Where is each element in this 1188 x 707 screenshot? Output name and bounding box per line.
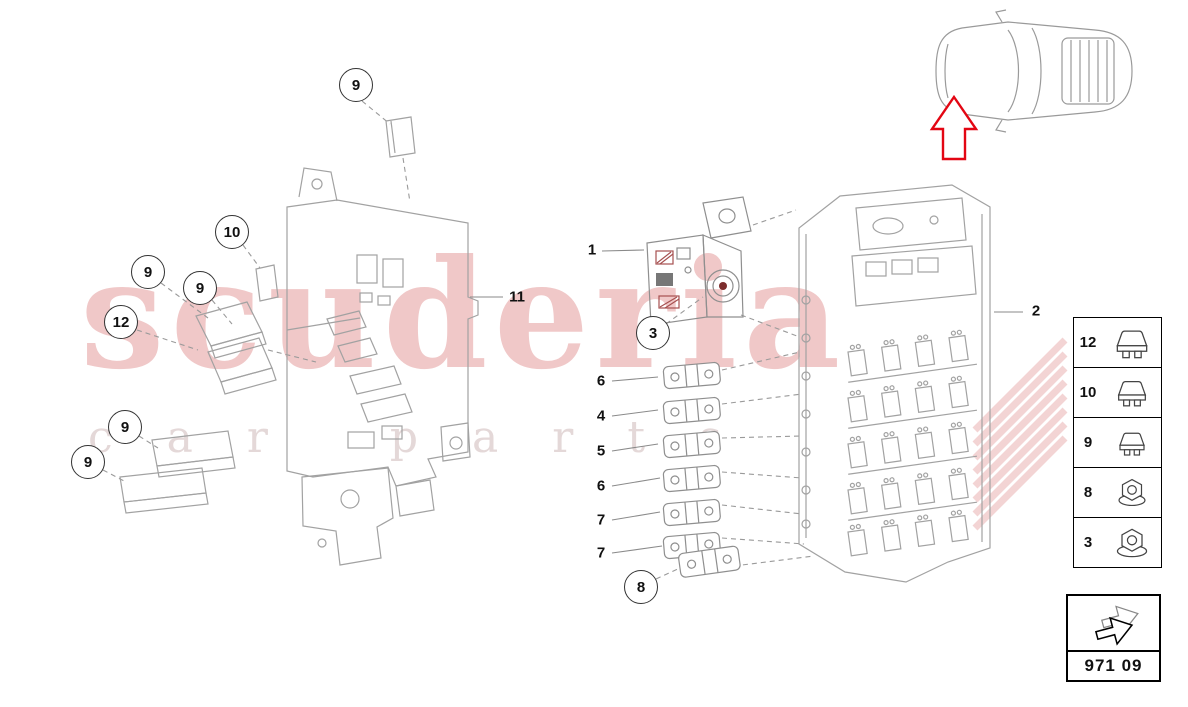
fuse-legend-table: 12 10 9 (1073, 317, 1162, 568)
callout-label: 10 (223, 223, 241, 241)
callout-label: 9 (195, 279, 205, 297)
callout-label: 9 (120, 418, 130, 436)
watermark-subtitle-text: car parts (88, 412, 776, 463)
callout-circle-10: 10 (215, 215, 249, 249)
callout-label: 9 (143, 263, 153, 281)
flange-nut-icon (1102, 526, 1161, 560)
front-direction-arrow-icon (929, 94, 979, 161)
callout-label: 9 (351, 76, 361, 94)
legend-row-3: 3 (1073, 517, 1162, 568)
callout-circle-9d: 9 (108, 410, 142, 444)
part-label-5: 5 (596, 442, 606, 460)
part-label-11: 11 (509, 288, 525, 306)
diagram-part-code: 971 09 (1068, 650, 1159, 680)
flange-nut-icon (1102, 476, 1161, 509)
direction-arrow-icon (1068, 596, 1159, 650)
legend-part-number: 9 (1083, 434, 1093, 451)
part-label-7a: 7 (596, 511, 606, 529)
callout-label: 8 (636, 578, 646, 596)
main-switch-part-1 (646, 196, 752, 326)
callout-label: 12 (112, 313, 130, 331)
car-top-view-icon (935, 9, 1133, 133)
legend-part-number: 3 (1083, 534, 1093, 551)
legend-part-number: 8 (1083, 484, 1093, 501)
fuse-carrier-plate-part-2 (798, 184, 991, 583)
blade-fuse-icon (1102, 377, 1161, 408)
legend-row-8: 8 (1073, 467, 1162, 518)
callout-circle-9e: 9 (71, 445, 105, 479)
dashed-leader-lines (102, 100, 815, 580)
callout-label: 9 (83, 453, 93, 471)
part-label-6b: 6 (596, 477, 606, 495)
part-label-1: 1 (587, 241, 597, 259)
callout-circle-8: 8 (624, 570, 658, 604)
part-label-7b: 7 (596, 544, 606, 562)
legend-row-12: 12 (1073, 317, 1162, 368)
legend-part-number: 10 (1079, 384, 1097, 401)
plate-bolts (801, 295, 811, 529)
part-label-4: 4 (596, 407, 606, 425)
part-label-2: 2 (1031, 302, 1041, 320)
blade-fuse-icon (1102, 326, 1161, 360)
callout-circle-9a: 9 (339, 68, 373, 102)
mounting-bracket-part-11 (286, 167, 479, 566)
legend-row-9: 9 (1073, 417, 1162, 468)
legend-part-number: 12 (1079, 334, 1097, 351)
callout-circle-12: 12 (104, 305, 138, 339)
diagram-code-box: 971 09 (1066, 594, 1161, 682)
fuse-box-covers (119, 116, 416, 514)
fuse-links (662, 361, 741, 578)
callout-circle-3: 3 (636, 316, 670, 350)
callout-circle-9b: 9 (131, 255, 165, 289)
part-label-6a: 6 (596, 372, 606, 390)
callout-label: 3 (648, 324, 658, 342)
solid-leader-lines (470, 249, 1023, 554)
watermark-stripes (972, 337, 1068, 531)
callout-circle-9c: 9 (183, 271, 217, 305)
plate-fuse-sockets (847, 329, 978, 557)
blade-fuse-icon (1102, 429, 1161, 457)
legend-row-10: 10 (1073, 367, 1162, 418)
